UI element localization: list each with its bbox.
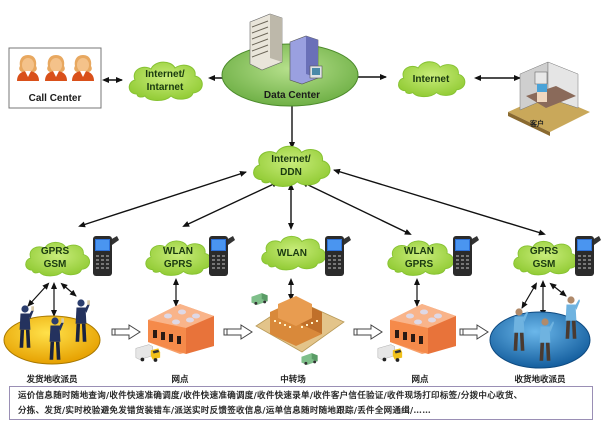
feature-description-line1: 运价信息随时随地查询/收件快速准确调度/收件快速准确调度/收件快速录单/收件客户… — [18, 391, 523, 401]
operator-agents-icon — [17, 55, 94, 81]
link-hub-wlan-left — [182, 181, 279, 227]
delivery-truck-icon — [135, 344, 161, 363]
data-center-label: Data Center — [264, 90, 320, 101]
cloud-wlan-center: WLAN — [261, 235, 327, 271]
cloud-0-line1: GPRS — [41, 246, 70, 257]
cloud-left-line1: Internet/ — [145, 69, 185, 80]
cloud-4-line2: GSM — [533, 259, 556, 270]
cloud-1-line1: WLAN — [163, 246, 193, 257]
station-4-label: 收货地收派员 — [514, 374, 566, 385]
office-building-icon — [249, 13, 283, 71]
station-3-label: 网点 — [411, 374, 429, 385]
handheld-terminal-icon — [453, 236, 479, 276]
cloud-1-line2: GPRS — [164, 259, 193, 270]
flow-arrow-icon — [353, 324, 383, 340]
flow-arrow-icon — [223, 324, 253, 340]
station-0-label: 发货地收派员 — [25, 374, 78, 385]
warehouse-icon — [390, 304, 456, 354]
station-transfer-center: 中转场 — [251, 293, 345, 385]
server-icon — [289, 35, 323, 85]
handheld-terminal-icon — [93, 236, 119, 276]
station-destination-couriers: 收货地收派员 — [489, 296, 591, 385]
link-gprs-courier-r3 — [549, 282, 567, 297]
green-truck-icon — [251, 293, 268, 305]
call-center-node: Call Center — [8, 47, 102, 109]
station-outlet-right: 网点 — [377, 304, 456, 385]
customer-office-icon: 客户 — [508, 61, 590, 136]
cloud-left-line2: Intarnet — [147, 82, 184, 93]
cloud-4-line1: GPRS — [530, 246, 559, 257]
call-center-label: Call Center — [29, 93, 82, 104]
link-hub-gprs-left — [78, 171, 247, 228]
delivery-truck-icon — [377, 344, 403, 363]
hub-line2: DDN — [280, 167, 302, 178]
flow-arrow-icon — [459, 324, 489, 340]
cloud-2-line1: WLAN — [277, 248, 307, 259]
warehouse-icon — [148, 304, 214, 354]
handheld-terminal-icon — [325, 236, 351, 276]
link-gprs-courier-r1 — [521, 282, 538, 309]
green-truck-icon — [301, 353, 318, 365]
connectors — [27, 74, 567, 317]
cloud-gprs-gsm-left: GPRS GSM — [25, 241, 91, 277]
link-hub-wlan-right — [301, 181, 412, 235]
cloud-wlan-gprs-right: WLAN GPRS — [387, 240, 455, 277]
cloud-internet: Internet — [397, 61, 466, 98]
cloud-internet-intranet: Internet/ Intarnet — [128, 61, 203, 102]
link-gprs-courier-l1 — [27, 282, 50, 307]
station-outlet-left: 网点 — [135, 304, 214, 385]
data-center-node: Data Center — [221, 13, 359, 107]
cloud-3-line2: GPRS — [405, 259, 434, 270]
cloud-right-line1: Internet — [413, 74, 450, 85]
cloud-wlan-gprs-left: WLAN GPRS — [145, 240, 213, 277]
cloud-0-line2: GSM — [44, 259, 67, 270]
station-1-label: 网点 — [171, 374, 189, 385]
cloud-gprs-gsm-right: GPRS GSM — [513, 240, 579, 276]
cloud-3-line1: WLAN — [404, 246, 434, 257]
station-origin-couriers: 发货地收派员 — [3, 299, 101, 385]
feature-description-box: 运价信息随时随地查询/收件快速准确调度/收件快速准确调度/收件快速录单/收件客户… — [9, 386, 593, 420]
handheld-terminal-icon — [209, 236, 235, 276]
feature-description-line2: 分拣、发货/实时校验避免发错货装错车/派送实时反馈签收信息/运单信息随时随地跟踪… — [18, 406, 432, 416]
link-gprs-courier-l3 — [60, 282, 77, 297]
cloud-internet-ddn-hub: Internet/ DDN — [253, 145, 331, 187]
link-hub-gprs-right — [333, 168, 546, 236]
handheld-terminal-icon — [575, 236, 601, 276]
flow-arrow-icon — [111, 324, 141, 340]
station-2-label: 中转场 — [280, 374, 306, 385]
hub-line1: Internet/ — [271, 154, 311, 165]
customer-label: 客户 — [529, 119, 544, 128]
network-clouds: GPRS GSM WLAN GPRS WLAN WLAN GPRS GPRS G… — [25, 235, 579, 277]
